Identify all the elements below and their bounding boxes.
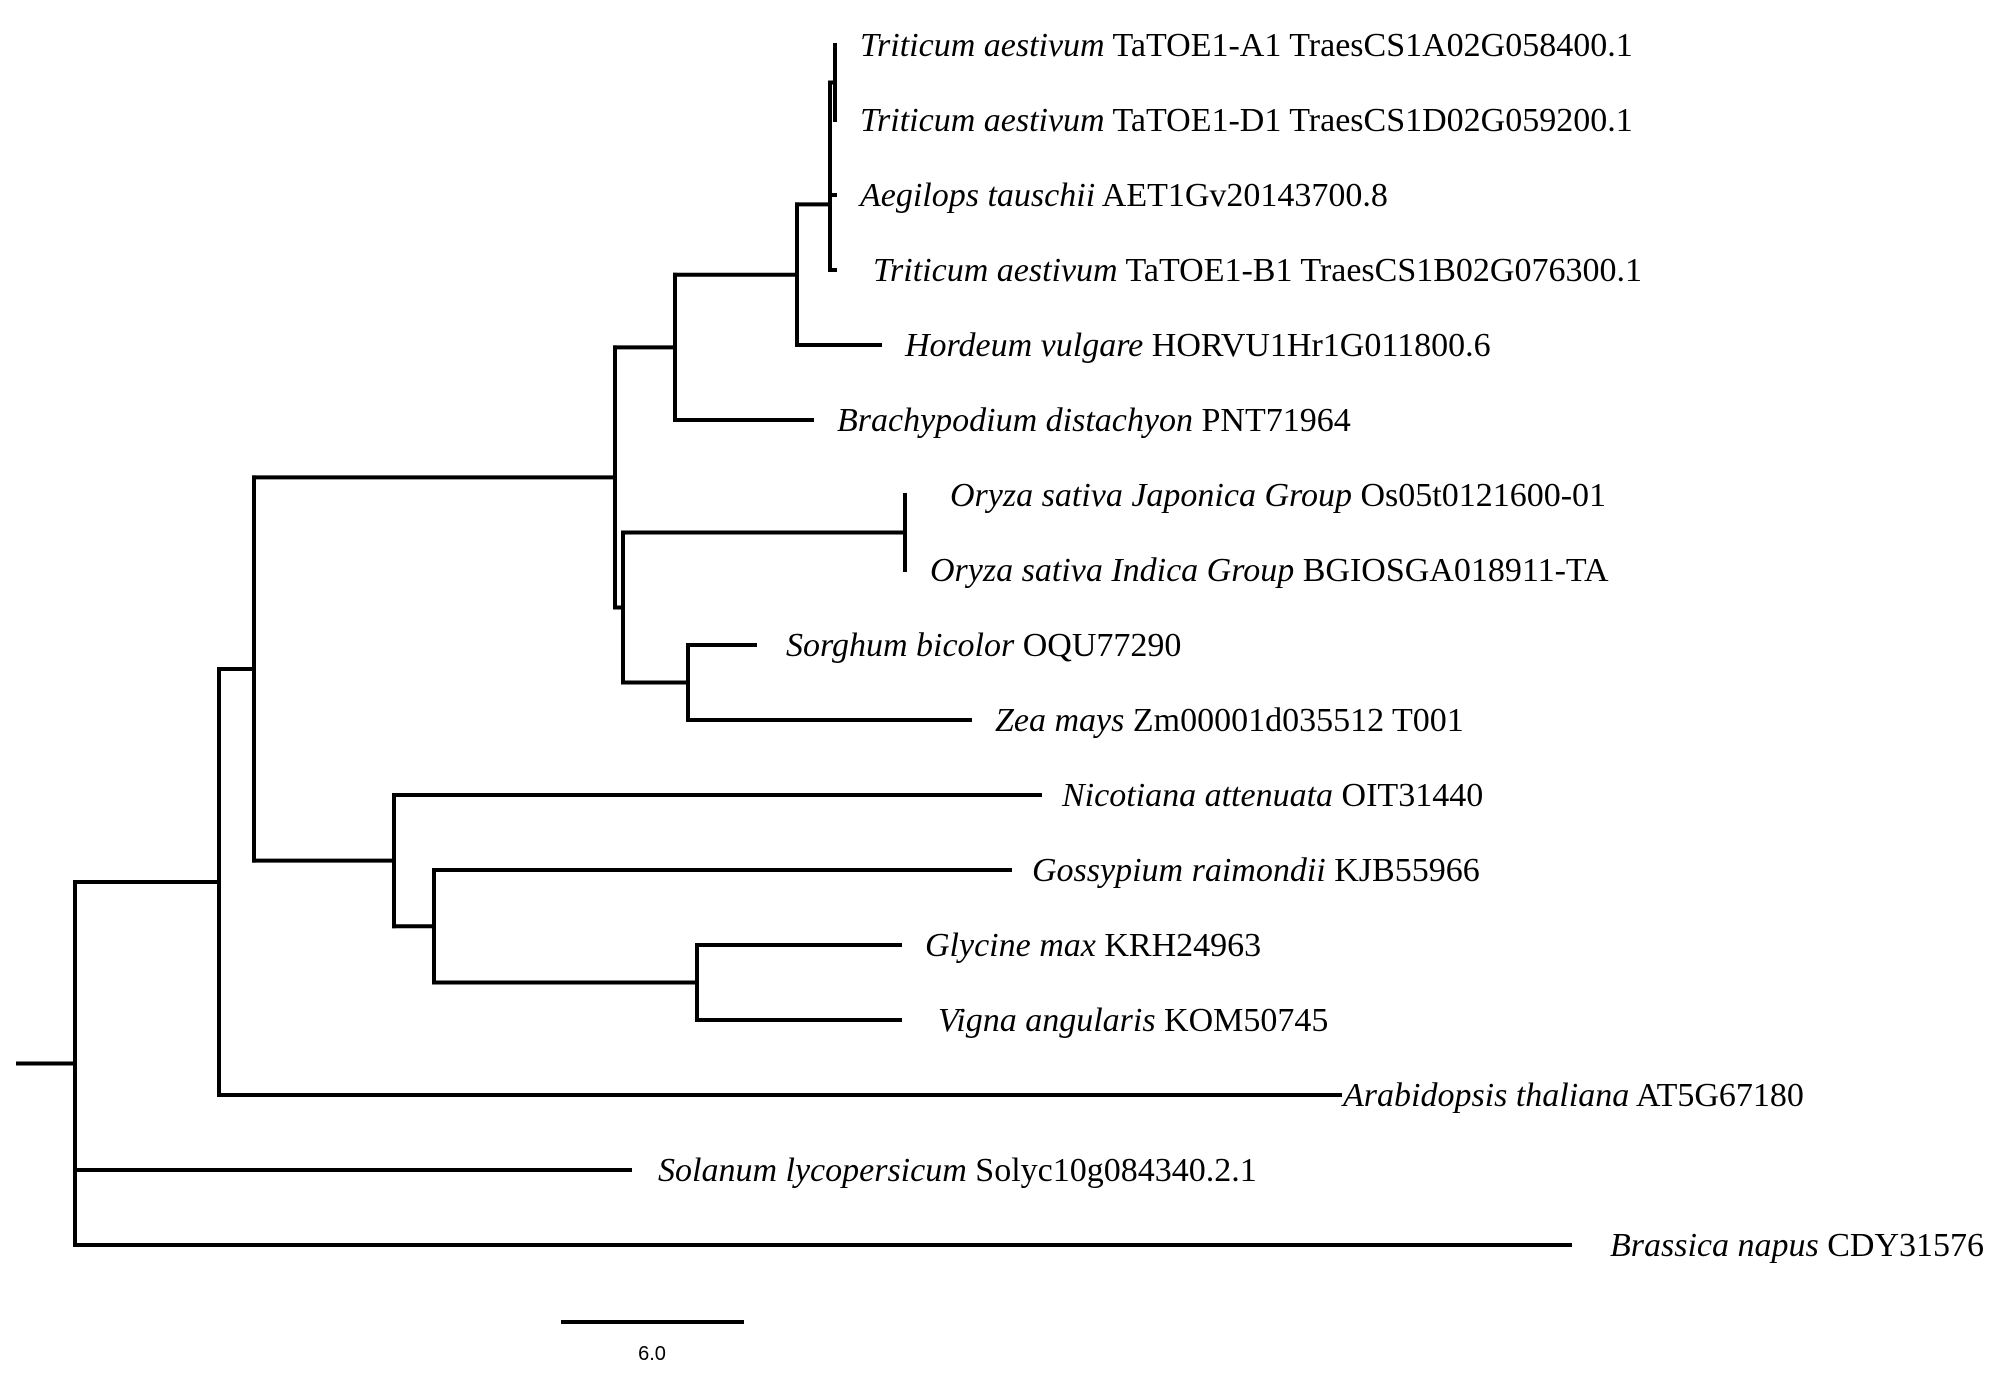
leaf-label-L16: Solanum lycopersicum Solyc10g084340.2.1 bbox=[658, 1152, 1257, 1189]
accession-id: BGIOSGA018911-TA bbox=[1294, 552, 1609, 589]
leaf-label-L4: Triticum aestivum TaTOE1-B1 TraesCS1B02G… bbox=[873, 252, 1642, 289]
species-name: Brachypodium distachyon bbox=[837, 402, 1193, 439]
accession-id: HORVU1Hr1G011800.6 bbox=[1143, 327, 1490, 364]
leaf-label-L12: Gossypium raimondii KJB55966 bbox=[1032, 852, 1480, 889]
species-name: Glycine max bbox=[925, 927, 1096, 964]
accession-id: AT5G67180 bbox=[1629, 1077, 1804, 1114]
leaf-label-L17: Brassica napus CDY31576 bbox=[1610, 1227, 1984, 1264]
species-name: Zea mays bbox=[995, 702, 1124, 739]
scale-bar: 6.0 bbox=[561, 1320, 744, 1365]
species-name: Vigna angularis bbox=[938, 1002, 1156, 1039]
leaf-label-L15: Arabidopsis thaliana AT5G67180 bbox=[1341, 1077, 1804, 1114]
leaf-label-L5: Hordeum vulgare HORVU1Hr1G011800.6 bbox=[904, 327, 1491, 364]
species-name: Brassica napus bbox=[1610, 1227, 1819, 1264]
leaf-label-L11: Nicotiana attenuata OIT31440 bbox=[1061, 777, 1483, 814]
accession-id: CDY31576 bbox=[1819, 1227, 1984, 1264]
leaf-label-L13: Glycine max KRH24963 bbox=[925, 927, 1261, 964]
accession-id: OIT31440 bbox=[1333, 777, 1483, 814]
species-name: Triticum aestivum bbox=[860, 27, 1105, 64]
tree-branches bbox=[16, 43, 1572, 1247]
accession-id: PNT71964 bbox=[1193, 402, 1351, 439]
species-name: Triticum aestivum bbox=[873, 252, 1118, 289]
scale-bar-label: 6.0 bbox=[638, 1343, 666, 1365]
species-name: Triticum aestivum bbox=[860, 102, 1105, 139]
leaf-label-L7: Oryza sativa Japonica Group Os05t0121600… bbox=[950, 477, 1606, 514]
species-name: Gossypium raimondii bbox=[1032, 852, 1326, 889]
leaf-label-L9: Sorghum bicolor OQU77290 bbox=[786, 627, 1181, 664]
species-name: Nicotiana attenuata bbox=[1061, 777, 1333, 814]
accession-id: KRH24963 bbox=[1096, 927, 1261, 964]
species-name: Aegilops tauschii bbox=[858, 177, 1095, 214]
leaf-label-L3: Aegilops tauschii AET1Gv20143700.8 bbox=[858, 177, 1388, 214]
accession-id: Os05t0121600-01 bbox=[1352, 477, 1606, 514]
species-name: Oryza sativa Indica Group bbox=[930, 552, 1294, 589]
species-name: Hordeum vulgare bbox=[904, 327, 1143, 364]
accession-id: Solyc10g084340.2.1 bbox=[967, 1152, 1257, 1189]
leaf-label-L2: Triticum aestivum TaTOE1-D1 TraesCS1D02G… bbox=[860, 102, 1633, 139]
leaf-label-L14: Vigna angularis KOM50745 bbox=[938, 1002, 1328, 1039]
accession-id: TaTOE1-B1 TraesCS1B02G076300.1 bbox=[1118, 252, 1642, 289]
accession-id: AET1Gv20143700.8 bbox=[1095, 177, 1388, 214]
leaf-label-L10: Zea mays Zm00001d035512 T001 bbox=[995, 702, 1464, 739]
leaf-labels: Triticum aestivum TaTOE1-A1 TraesCS1A02G… bbox=[658, 27, 1984, 1264]
accession-id: TaTOE1-D1 TraesCS1D02G059200.1 bbox=[1105, 102, 1633, 139]
accession-id: OQU77290 bbox=[1014, 627, 1181, 664]
species-name: Arabidopsis thaliana bbox=[1341, 1077, 1629, 1114]
species-name: Solanum lycopersicum bbox=[658, 1152, 967, 1189]
leaf-label-L8: Oryza sativa Indica Group BGIOSGA018911-… bbox=[930, 552, 1609, 589]
species-name: Sorghum bicolor bbox=[786, 627, 1015, 664]
accession-id: Zm00001d035512 T001 bbox=[1124, 702, 1463, 739]
accession-id: TaTOE1-A1 TraesCS1A02G058400.1 bbox=[1105, 27, 1633, 64]
leaf-label-L6: Brachypodium distachyon PNT71964 bbox=[837, 402, 1351, 439]
leaf-label-L1: Triticum aestivum TaTOE1-A1 TraesCS1A02G… bbox=[860, 27, 1633, 64]
accession-id: KOM50745 bbox=[1156, 1002, 1329, 1039]
species-name: Oryza sativa Japonica Group bbox=[950, 477, 1352, 514]
accession-id: KJB55966 bbox=[1326, 852, 1480, 889]
